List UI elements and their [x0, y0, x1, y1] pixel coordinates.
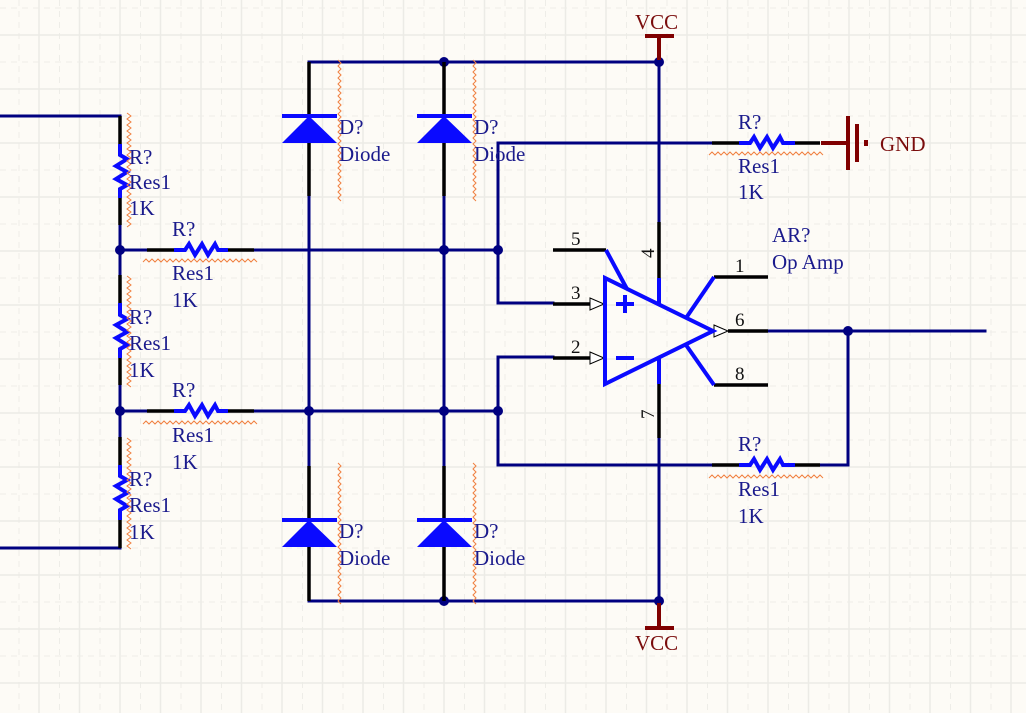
diode-comment: Diode	[339, 546, 390, 570]
resistor-designator: R?	[172, 217, 195, 241]
error-squiggle	[126, 275, 132, 388]
resistor-zigzag	[174, 239, 228, 259]
diode-comment: Diode	[474, 142, 525, 166]
resistor-gnd[interactable]: R? Res1 1K	[708, 110, 824, 204]
diode-bottom-right[interactable]: D? Diode	[417, 462, 525, 605]
junction-dot	[439, 245, 449, 255]
junction-dot	[843, 326, 853, 336]
gnd-label: GND	[880, 132, 926, 156]
resistor-designator: R?	[738, 432, 761, 456]
diode-designator: D?	[474, 519, 499, 543]
junction-dot	[493, 406, 503, 416]
resistor-left-mid[interactable]: R? Res1 1K	[112, 275, 171, 388]
resistor-feedback[interactable]: R? Res1 1K	[708, 432, 824, 528]
error-squiggle	[472, 59, 477, 202]
resistor-designator: R?	[172, 378, 195, 402]
diode-triangle	[417, 116, 472, 143]
resistor-value: 1K	[172, 288, 198, 312]
diode-top-right[interactable]: D? Diode	[417, 59, 525, 202]
diode-designator: D?	[339, 519, 364, 543]
resistor-zigzag	[739, 132, 795, 152]
pin-number-5: 5	[571, 229, 581, 250]
resistor-comment: Res1	[172, 423, 214, 447]
pin-number-1: 1	[735, 256, 745, 277]
resistor-zigzag	[739, 454, 795, 474]
diode-designator: D?	[339, 115, 364, 139]
resistor-comment: Res1	[738, 154, 780, 178]
junction-dot	[654, 596, 664, 606]
pin-1-stub	[684, 275, 716, 320]
plus-sign-icon	[616, 295, 634, 313]
resistor-designator: R?	[129, 305, 152, 329]
diode-top-left[interactable]: D? Diode	[282, 59, 390, 202]
pin-number-3: 3	[571, 283, 581, 304]
resistor-value: 1K	[738, 504, 764, 528]
resistor-zigzag	[112, 144, 132, 198]
pin-number-4: 4	[638, 248, 659, 258]
pin-number-8: 8	[735, 364, 745, 385]
resistor-comment: Res1	[129, 331, 171, 355]
opamp-comment: Op Amp	[772, 250, 844, 274]
resistor-value: 1K	[129, 358, 155, 382]
resistor-value: 1K	[129, 520, 155, 544]
resistor-mid-bottom[interactable]: R? Res1 1K	[142, 378, 258, 474]
wire-feedback[interactable]	[818, 329, 850, 467]
error-squiggle	[708, 151, 824, 156]
resistor-designator: R?	[129, 145, 152, 169]
diode-comment: Diode	[474, 546, 525, 570]
error-squiggle	[337, 462, 342, 605]
diode-triangle	[282, 116, 337, 143]
error-squiggle	[142, 420, 258, 425]
junction-dot	[654, 57, 664, 67]
resistor-comment: Res1	[172, 261, 214, 285]
junction-dot	[115, 406, 125, 416]
diode-designator: D?	[474, 115, 499, 139]
error-squiggle	[472, 462, 477, 605]
resistor-zigzag	[174, 400, 228, 420]
resistor-designator: R?	[738, 110, 761, 134]
error-squiggle	[126, 437, 132, 550]
wires	[0, 60, 987, 603]
resistor-value: 1K	[172, 450, 198, 474]
opamp-designator: AR?	[772, 223, 811, 247]
junction-dot	[115, 245, 125, 255]
vcc-bottom-port[interactable]: VCC	[635, 603, 678, 655]
resistor-value: 1K	[738, 180, 764, 204]
error-squiggle	[126, 112, 132, 228]
resistor-left-bottom[interactable]: R? Res1 1K	[112, 437, 171, 550]
diode-triangle	[417, 520, 472, 547]
error-squiggle	[142, 258, 258, 263]
vcc-top-label: VCC	[635, 10, 678, 34]
pin-number-6: 6	[735, 310, 745, 331]
resistor-zigzag	[112, 465, 132, 520]
vcc-top-port[interactable]: VCC	[635, 10, 678, 60]
resistor-mid-top[interactable]: R? Res1 1K	[142, 217, 258, 312]
junction-dot	[304, 406, 314, 416]
resistor-comment: Res1	[129, 170, 171, 194]
resistor-zigzag	[112, 303, 132, 358]
error-squiggle	[337, 59, 342, 202]
pin-number-7: 7	[638, 410, 659, 420]
diode-comment: Diode	[339, 142, 390, 166]
error-squiggle	[708, 474, 824, 479]
diode-bottom-left[interactable]: D? Diode	[282, 462, 390, 605]
resistor-comment: Res1	[738, 477, 780, 501]
opamp[interactable]: 5 3 2 1 6 8 4 7 AR? Op Amp	[553, 222, 844, 438]
pin-5-stub	[604, 249, 629, 290]
pin-number-2: 2	[571, 337, 581, 358]
wire-noninv-input[interactable]	[496, 141, 555, 305]
pin-3-input-arrow	[589, 297, 606, 311]
junction-dot	[493, 245, 503, 255]
resistor-left-top[interactable]: R? Res1 1K	[112, 112, 171, 228]
resistor-designator: R?	[129, 467, 152, 491]
resistor-value: 1K	[129, 196, 155, 220]
pin-8-stub	[684, 343, 716, 387]
junction-dot	[439, 406, 449, 416]
gnd-port[interactable]: GND	[821, 116, 926, 170]
vcc-bottom-label: VCC	[635, 631, 678, 655]
diode-triangle	[282, 520, 337, 547]
resistor-comment: Res1	[129, 493, 171, 517]
pin-2-input-arrow	[589, 351, 606, 365]
